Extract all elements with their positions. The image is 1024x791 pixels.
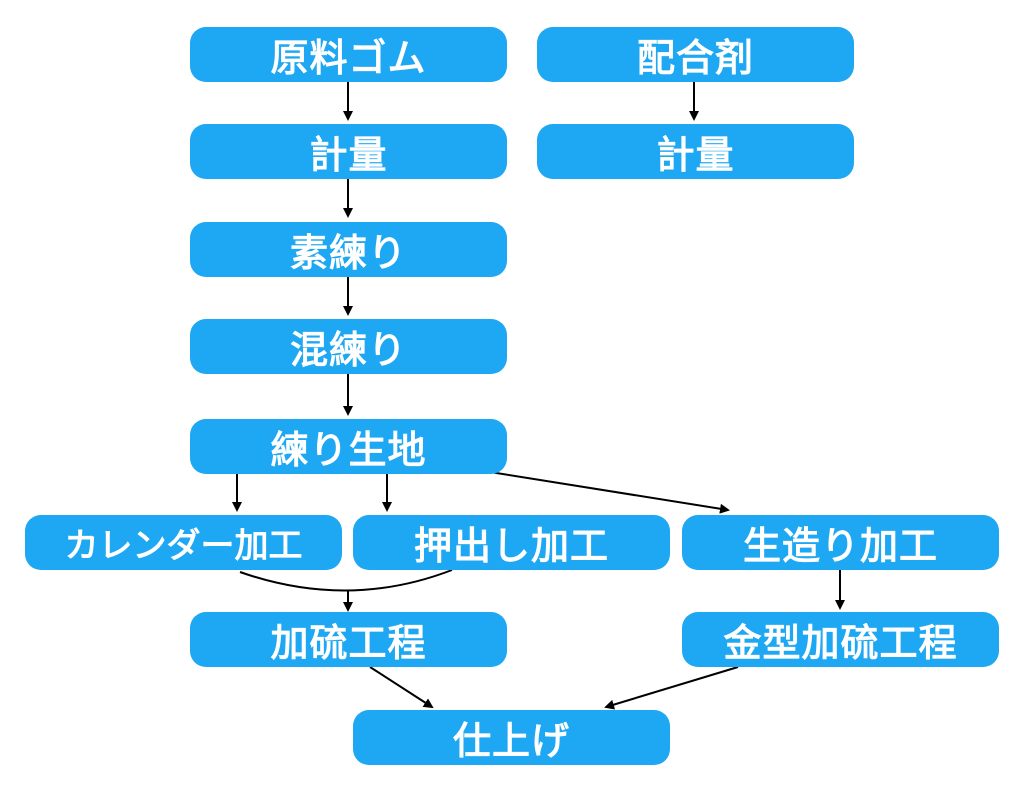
node-mastication: 素練り [190,222,507,277]
node-raw-rubber: 原料ゴム [190,27,507,82]
node-weighing-agent: 計量 [537,124,854,179]
edge-vulcanization-to-finishing [369,666,434,709]
edge-compound-to-green-forming [489,471,730,514]
node-compounding-agent: 配合剤 [537,27,854,82]
node-calendering: カレンダー加工 [25,515,342,570]
node-weighing-rubber: 計量 [190,124,507,179]
edge-merge-curve [239,569,453,592]
node-mold-vulcanization: 金型加硫工程 [682,612,999,667]
edge-mold-to-finishing [604,666,739,710]
node-finishing: 仕上げ [353,710,670,765]
node-mixing: 混練り [190,319,507,374]
node-compound: 練り生地 [190,419,507,474]
node-extrusion: 押出し加工 [353,515,670,570]
node-vulcanization: 加硫工程 [190,612,507,667]
node-green-forming: 生造り加工 [682,515,999,570]
